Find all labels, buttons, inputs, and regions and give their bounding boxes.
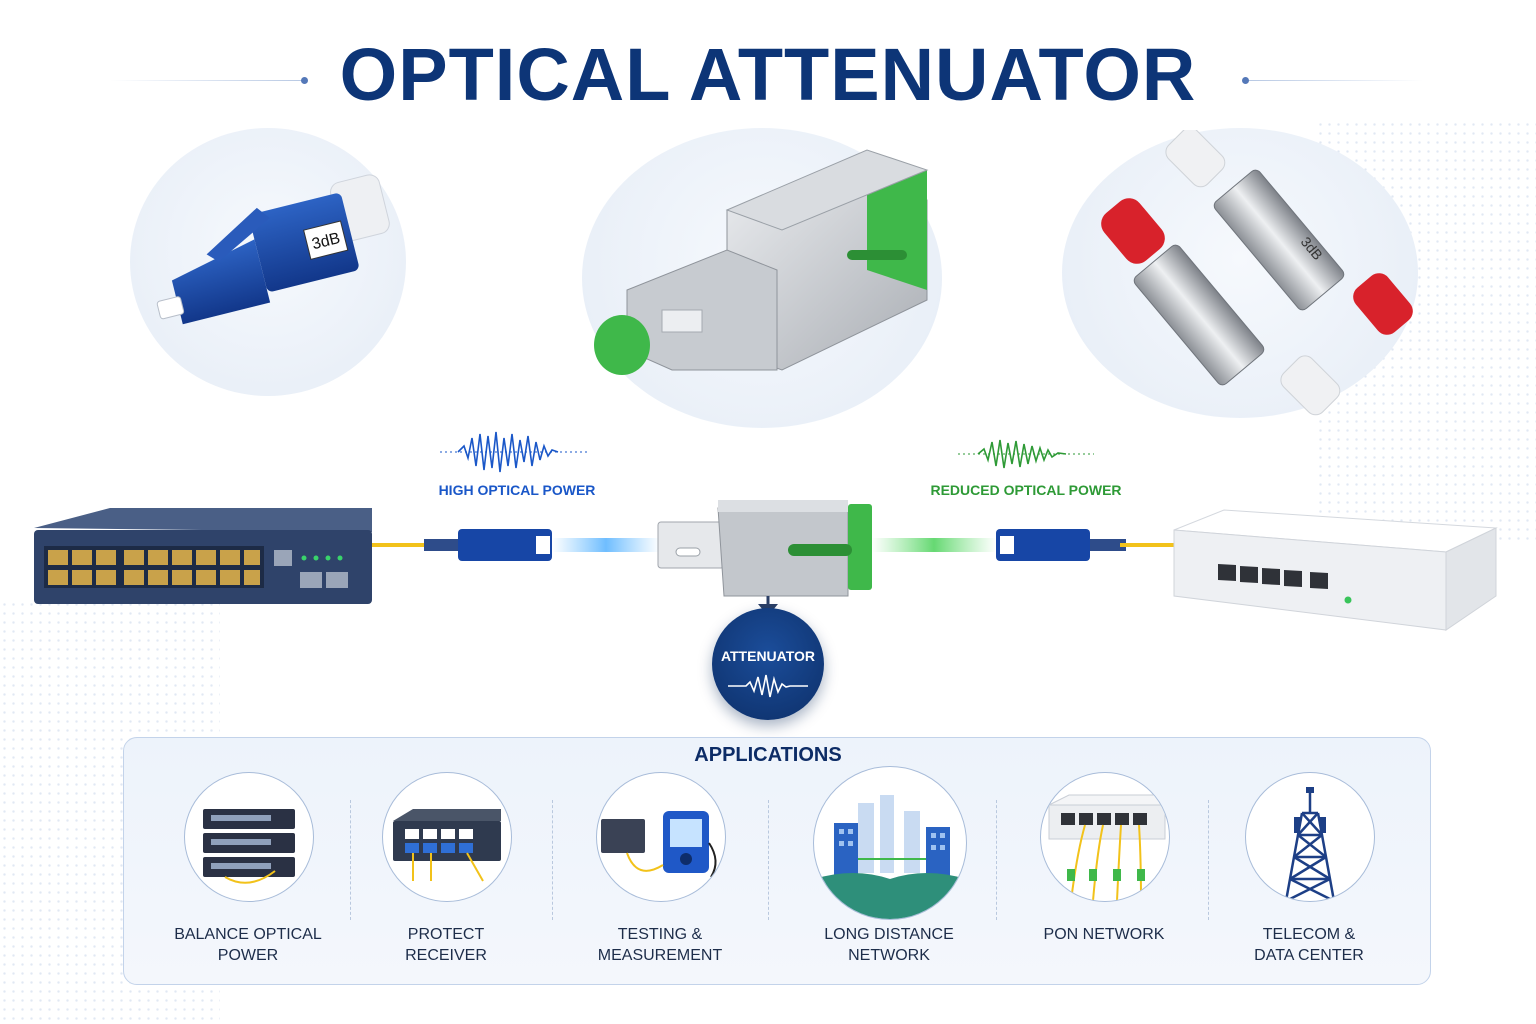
high-power-label: HIGH OPTICAL POWER (438, 482, 596, 498)
separator (1208, 800, 1209, 920)
telecom-tower-icon (1284, 787, 1336, 901)
title-rule-right (1248, 80, 1423, 81)
title-rule-dot-left (301, 77, 308, 84)
separator (350, 800, 351, 920)
st-attenuator-image: 3dB (1101, 130, 1413, 416)
ont-device-right (1173, 509, 1498, 631)
attenuator-badge-label: ATTENUATOR (720, 648, 816, 664)
application-icon-frame (813, 766, 967, 920)
receiver-switch-icon (393, 809, 501, 882)
high-power-waveform (440, 431, 590, 473)
sc-attenuator-image (594, 149, 929, 375)
test-meter-icon (601, 811, 717, 878)
application-label: PON NETWORK (1043, 926, 1165, 943)
separator (996, 800, 997, 920)
lc-attenuator-label: 3dB (310, 230, 342, 253)
network-switch-left (34, 508, 372, 604)
applications-panel (123, 737, 1431, 985)
pon-splitter-icon (1048, 794, 1166, 901)
application-label: TELECOM &DATA CENTER (1254, 926, 1364, 964)
reduced-power-label: REDUCED OPTICAL POWER (930, 482, 1122, 498)
inline-attenuator (657, 500, 872, 597)
page-title: OPTICAL ATTENUATOR (339, 33, 1197, 116)
lc-attenuator-image: 3dB (156, 174, 390, 325)
application-label: TESTING &MEASUREMENT (597, 926, 723, 964)
application-icon-frame (596, 772, 726, 902)
application-icon-frame (382, 772, 512, 902)
application-icon-frame (1245, 772, 1375, 902)
reduced-power-waveform (958, 439, 1094, 469)
attenuator-badge: ATTENUATOR (712, 608, 824, 720)
attenuator-wave-icon (728, 674, 808, 698)
city-network-icon (814, 795, 966, 919)
signal-path-diagram (34, 500, 1498, 631)
application-icon-frame (184, 772, 314, 902)
separator (768, 800, 769, 920)
title-rule-left (110, 80, 305, 81)
application-icon-frame (1040, 772, 1170, 902)
stacked-switches-icon (203, 809, 295, 884)
title-rule-dot-right (1242, 77, 1249, 84)
separator (552, 800, 553, 920)
applications-title: APPLICATIONS (694, 744, 842, 766)
